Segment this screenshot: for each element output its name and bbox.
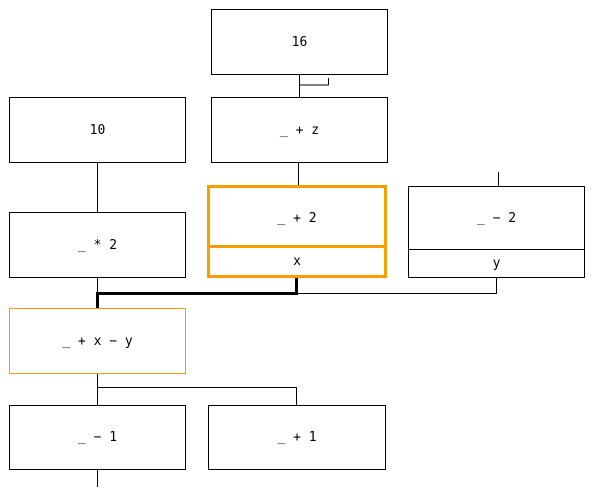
node-label: 10	[89, 122, 106, 138]
node-add-1[interactable]: _ + 1	[208, 405, 386, 470]
wire-y-to-merge	[298, 277, 497, 294]
wire-x-to-merge-highlighted	[96, 277, 298, 309]
wire-merge-to-add-1	[97, 387, 297, 405]
node-label: _ + 2	[277, 210, 317, 226]
node-add-x-sub-y[interactable]: _ + x − y	[9, 308, 186, 374]
node-add-2[interactable]: _ + 2 x	[207, 185, 387, 278]
node-label: 16	[291, 34, 308, 50]
node-label: _ − 1	[77, 430, 118, 445]
node-10[interactable]: 10	[9, 97, 186, 163]
node-output-x: x	[210, 245, 384, 275]
node-sub-1[interactable]: _ − 1	[9, 405, 186, 470]
node-mul-2[interactable]: _ * 2	[9, 212, 186, 278]
node-output-y: y	[409, 249, 584, 277]
node-add-z[interactable]: _ + z	[211, 97, 388, 163]
node-label: _ − 2	[476, 211, 517, 226]
wire-16-stub	[299, 78, 329, 86]
node-label: _ + z	[279, 122, 320, 138]
node-16[interactable]: 16	[211, 9, 388, 75]
node-label: _ * 2	[77, 237, 118, 253]
node-sub-2[interactable]: _ − 2 y	[408, 186, 585, 278]
node-label: _ + 1	[277, 430, 317, 445]
node-label: _ + x − y	[62, 333, 133, 349]
